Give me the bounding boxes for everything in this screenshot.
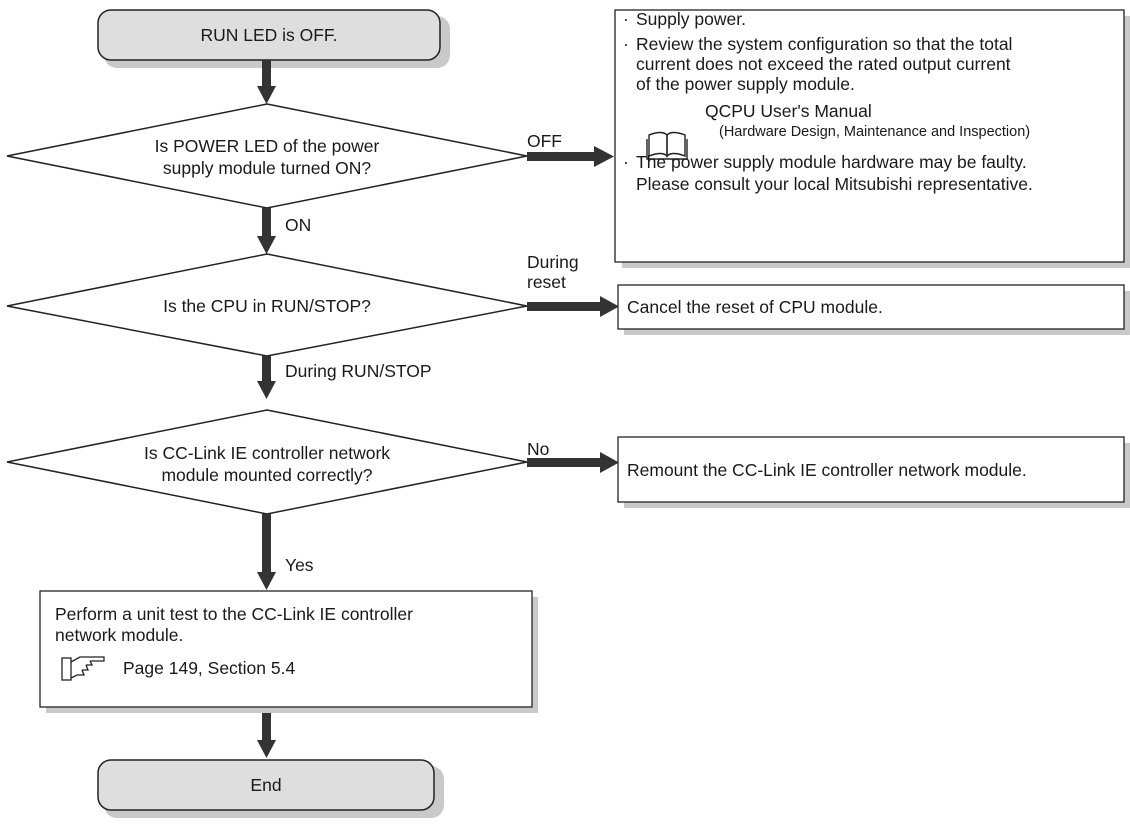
arrow-decision1-to-power-box [527, 146, 614, 167]
decision1-no-label: OFF [527, 131, 562, 151]
power-box-item3-line2: Please consult your local Mitsubishi rep… [636, 174, 1033, 194]
reset-box-text: Cancel the reset of CPU module. [627, 297, 883, 317]
decision3-no-label: No [527, 439, 550, 459]
decision1-diamond [6, 103, 528, 209]
start-terminal-label: RUN LED is OFF. [200, 25, 338, 45]
power-box-manual-subtitle: (Hardware Design, Maintenance and Inspec… [719, 124, 1031, 140]
unit-test-box-reference[interactable]: Page 149, Section 5.4 [123, 658, 296, 678]
decision3-question-line1: Is CC-Link IE controller network [143, 443, 391, 463]
power-box-bullet-1: · [623, 9, 629, 29]
remount-box-text: Remount the CC-Link IE controller networ… [627, 460, 1027, 480]
power-box-manual-title: QCPU User's Manual [705, 101, 872, 121]
arrow-decision3-to-unit-test [257, 514, 276, 590]
power-box-item3-line1: The power supply module hardware may be … [636, 152, 1027, 172]
end-terminal-shape [97, 759, 444, 818]
decision2-no-label-line2: reset [527, 272, 566, 292]
book-icon [646, 131, 688, 160]
end-terminal-label: End [250, 775, 282, 795]
decision1-question-line1: Is POWER LED of the power [154, 136, 380, 156]
arrow-decision2-to-reset-box [527, 296, 619, 317]
arrow-start-to-decision1 [257, 60, 276, 104]
decision1-question-line2: supply module turned ON? [162, 158, 372, 178]
reset-box-shape [617, 284, 1130, 335]
power-box-item2-line1: Review the system configuration so that … [636, 34, 1013, 54]
arrow-decision2-to-decision3 [257, 356, 276, 399]
pointing-hand-icon [61, 656, 105, 681]
unit-test-box-line1: Perform a unit test to the CC-Link IE co… [55, 604, 413, 624]
decision3-yes-label: Yes [285, 555, 314, 575]
power-box-item2-line3: of the power supply module. [636, 74, 855, 94]
decision3-question-line2: module mounted correctly? [161, 465, 373, 485]
unit-test-box-line2: network module. [55, 625, 184, 645]
power-box-item1: Supply power. [636, 9, 746, 29]
decision1-yes-label: ON [285, 215, 312, 235]
arrow-unit-test-to-end [257, 708, 276, 758]
arrow-decision3-to-remount-box [527, 452, 619, 473]
remount-box-shape [617, 436, 1130, 508]
power-box-item2-line2: current does not exceed the rated output… [636, 54, 1011, 74]
decision2-no-label-line1: During [527, 252, 579, 272]
start-terminal-shape [97, 9, 450, 68]
decision2-yes-label: During RUN/STOP [285, 361, 432, 381]
arrow-decision1-to-decision2 [257, 208, 276, 254]
power-box-bullet-2: · [623, 34, 629, 54]
power-box-bullet-3: · [623, 152, 629, 172]
decision2-question: Is the CPU in RUN/STOP? [163, 296, 371, 316]
unit-test-box-shape [39, 590, 538, 713]
power-box-shape [614, 9, 1130, 268]
